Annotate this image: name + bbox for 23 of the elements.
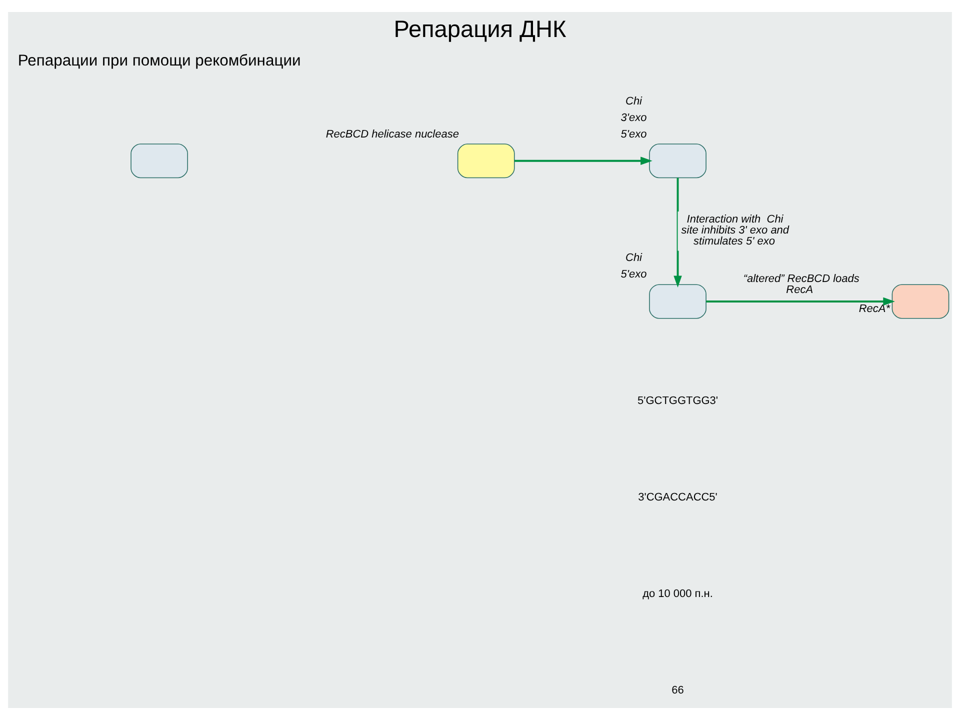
label: 5'GCTGGTGG3' bbox=[638, 394, 718, 407]
label: 3'CGACCACC5' bbox=[638, 491, 718, 504]
node-box bbox=[649, 284, 706, 319]
diagram-title: Репарация ДНК bbox=[394, 16, 566, 42]
node-label: RecA* bbox=[858, 302, 890, 315]
arrow bbox=[674, 178, 682, 288]
label: 66 bbox=[672, 684, 684, 697]
node-label: RecBCD helicase nuclease bbox=[326, 128, 459, 140]
node-label: 3'exo bbox=[620, 112, 647, 124]
arrow bbox=[514, 156, 652, 165]
node-box bbox=[130, 144, 188, 178]
label: Репарации при помощи рекомбинации bbox=[18, 52, 301, 70]
edge-label: “altered” RecBCD loads RecA bbox=[743, 272, 860, 296]
node-box bbox=[457, 144, 515, 178]
edge-label: Interaction with Chi site inhibits 3' exo and stimulates 5' exo bbox=[681, 214, 790, 248]
label: до 10 000 п.н. bbox=[642, 588, 713, 600]
arrow bbox=[706, 297, 895, 306]
node-label: 5'exo bbox=[620, 268, 647, 281]
node-label: Chi bbox=[626, 95, 642, 108]
node-label: Chi bbox=[626, 252, 642, 264]
node-box bbox=[892, 284, 950, 319]
node-label: 5'exo bbox=[620, 128, 647, 140]
node-box bbox=[649, 144, 706, 178]
